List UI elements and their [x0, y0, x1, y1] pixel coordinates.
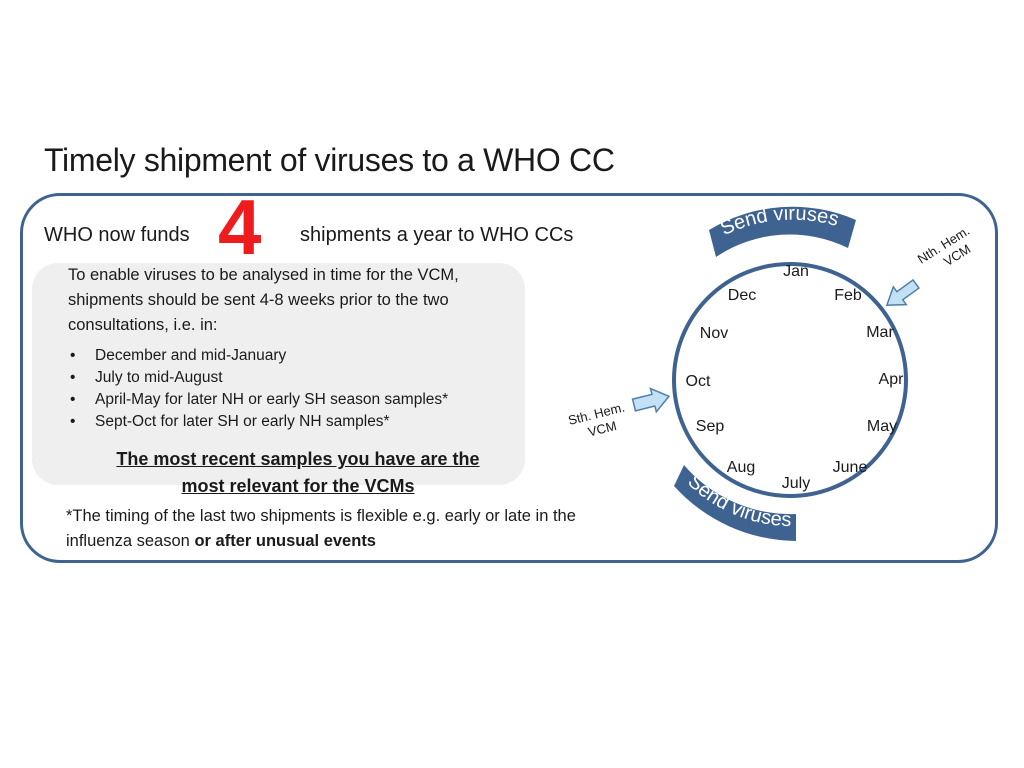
- funds-prefix: WHO now funds: [44, 224, 190, 246]
- highlight-line-2: most relevant for the VCMs: [181, 476, 415, 496]
- shipment-periods-list: December and mid-January July to mid-Aug…: [68, 345, 448, 433]
- month-label: June: [833, 459, 868, 476]
- footnote-text: *The timing of the last two shipments is…: [66, 507, 576, 550]
- page-title: Timely shipment of viruses to a WHO CC: [44, 142, 615, 178]
- month-label: May: [867, 418, 897, 435]
- month-label: Apr: [879, 371, 905, 388]
- content-frame: [20, 193, 998, 563]
- footnote-bold-text: or after unusual events: [194, 532, 376, 550]
- nth-hem-arrow-icon: [885, 278, 920, 306]
- shipment-count: 4: [218, 183, 262, 271]
- sth-hem-vcm-label: VCM: [586, 418, 618, 440]
- month-label: Nov: [700, 325, 728, 342]
- month-label: Feb: [834, 287, 862, 304]
- top-banner: [709, 206, 856, 257]
- month-label: Aug: [727, 459, 755, 476]
- intro-text: To enable viruses to be analysed in time…: [68, 266, 459, 334]
- list-item: December and mid-January: [68, 345, 448, 367]
- month-label: Oct: [686, 373, 711, 390]
- month-label: Dec: [728, 287, 756, 304]
- highlight-line-1: The most recent samples you have are the: [116, 449, 480, 469]
- month-label: Sep: [696, 418, 725, 435]
- month-label: Jan: [783, 263, 809, 280]
- bottom-banner: [674, 465, 796, 541]
- footnote: *The timing of the last two shipments is…: [66, 504, 646, 554]
- highlight-message: The most recent samples you have are the…: [66, 446, 530, 500]
- list-item: July to mid-August: [68, 367, 448, 389]
- calendar-ring: [672, 262, 908, 498]
- funds-suffix: shipments a year to WHO CCs: [300, 224, 574, 246]
- month-label: Mar: [866, 324, 894, 341]
- list-item: Sept-Oct for later SH or early NH sample…: [68, 411, 448, 433]
- month-label: July: [782, 475, 810, 492]
- list-item: April-May for later NH or early SH seaso…: [68, 389, 448, 411]
- sth-hem-arrow-icon: [631, 387, 671, 414]
